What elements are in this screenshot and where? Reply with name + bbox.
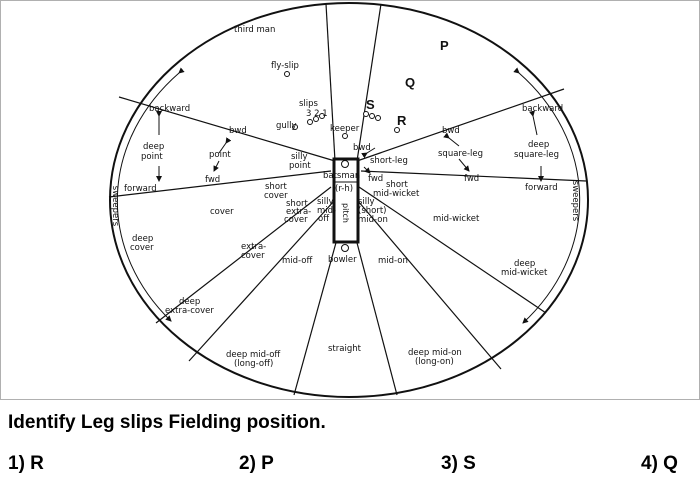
pitch <box>332 157 360 244</box>
label-silly-point-1: silly <box>291 152 308 162</box>
label-deep-cover-2: cover <box>130 243 154 253</box>
label-square-leg: square-leg <box>438 149 483 159</box>
label-short-cover-2: cover <box>264 191 288 201</box>
label-backward-right: backward <box>522 104 563 114</box>
option-4[interactable]: 4) Q <box>641 453 678 474</box>
label-deep-cover-1: deep <box>132 234 153 244</box>
label-fwd-leg: fwd <box>464 174 479 184</box>
label-fwd-off: fwd <box>205 175 220 185</box>
position-labels: third man fly-slip slips 3 2 1 gully kee… <box>110 25 580 369</box>
field-boundary <box>109 2 589 398</box>
label-deep-extra-cover-2: extra-cover <box>165 306 214 316</box>
label-fly-slip: fly-slip <box>271 61 299 71</box>
label-sweepers-left: sweepers <box>110 186 120 227</box>
label-rh: (r-h) <box>335 184 353 194</box>
label-short-midwicket-2: mid-wicket <box>373 189 420 199</box>
label-silly-midoff-2: mid- <box>317 206 336 216</box>
label-forward-left: forward <box>124 184 157 194</box>
label-short-extra-cover-1: short <box>286 199 309 209</box>
sector-lines <box>108 3 587 396</box>
fielder-circles <box>284 71 400 252</box>
label-bwd-leg-close: bwd <box>353 143 371 153</box>
label-deep-midoff-2: (long-off) <box>234 359 273 369</box>
label-deep-point-1: deep <box>143 142 164 152</box>
label-silly-midon-1: silly <box>358 197 375 207</box>
option-2[interactable]: 2) P <box>239 453 274 474</box>
label-short-midwicket-1: short <box>386 180 409 190</box>
marker-s: S <box>366 97 375 112</box>
label-deep-midoff-1: deep mid-off <box>226 350 281 360</box>
label-extra-cover-2: cover <box>241 251 265 261</box>
label-silly-midoff-3: off <box>318 214 330 224</box>
marker-q: Q <box>405 75 415 90</box>
label-deep-midwicket-2: mid-wicket <box>501 268 548 278</box>
marker-r: R <box>397 113 407 128</box>
option-3[interactable]: 3) S <box>441 453 476 474</box>
sweeper-arc-left <box>116 67 185 322</box>
label-bwd-off: bwd <box>229 126 247 136</box>
label-slip-numbers: 3 2 1 <box>306 109 328 119</box>
label-deep-square-leg-2: square-leg <box>514 150 559 160</box>
label-midoff: mid-off <box>282 256 313 266</box>
label-deep-point-2: point <box>141 152 163 162</box>
label-deep-extra-cover-1: deep <box>179 297 200 307</box>
label-keeper: keeper <box>330 124 360 134</box>
label-pitch: pitch <box>341 203 350 223</box>
label-batsman: batsman <box>323 171 360 181</box>
label-bowler: bowler <box>328 255 357 265</box>
label-silly-midon-3: mid-on <box>358 215 388 225</box>
marker-p: P <box>440 38 449 53</box>
option-1[interactable]: 1) R <box>8 453 44 474</box>
label-straight: straight <box>328 344 362 354</box>
label-short-extra-cover-3: cover <box>284 215 308 225</box>
label-point: point <box>209 150 231 160</box>
label-forward-right: forward <box>525 183 558 193</box>
label-cover: cover <box>210 207 234 217</box>
label-gully: gully <box>276 121 297 131</box>
label-slips: slips <box>299 99 319 109</box>
label-short-cover-1: short <box>265 182 288 192</box>
label-short-leg: short-leg <box>370 156 408 166</box>
label-deep-midon-2: (long-on) <box>415 357 454 367</box>
label-silly-midoff-1: silly <box>317 197 334 207</box>
label-extra-cover-1: extra- <box>241 242 266 252</box>
label-silly-point-2: point <box>289 161 311 171</box>
label-deep-midwicket-1: deep <box>514 259 535 269</box>
label-fwd-near: fwd <box>368 174 383 184</box>
label-deep-square-leg-1: deep <box>528 140 549 150</box>
label-midon: mid-on <box>378 256 408 266</box>
label-midwicket: mid-wicket <box>433 214 480 224</box>
question-text: Identify Leg slips Fielding position. <box>8 412 326 433</box>
label-silly-midon-2: (short) <box>358 206 386 216</box>
label-backward-left: backward <box>149 104 190 114</box>
sweeper-arc-right <box>513 67 581 324</box>
label-sweepers-right: sweepers <box>570 181 580 222</box>
direction-arrows <box>156 110 544 182</box>
cricket-field-diagram: P Q S R third man fly-slip slips 3 2 1 g… <box>108 2 589 398</box>
cricket-field-figure: P Q S R third man fly-slip slips 3 2 1 g… <box>0 0 700 400</box>
label-short-extra-cover-2: extra- <box>286 207 311 217</box>
label-bwd-leg: bwd <box>442 126 460 136</box>
label-third-man: third man <box>234 25 275 35</box>
label-deep-midon-1: deep mid-on <box>408 348 462 358</box>
